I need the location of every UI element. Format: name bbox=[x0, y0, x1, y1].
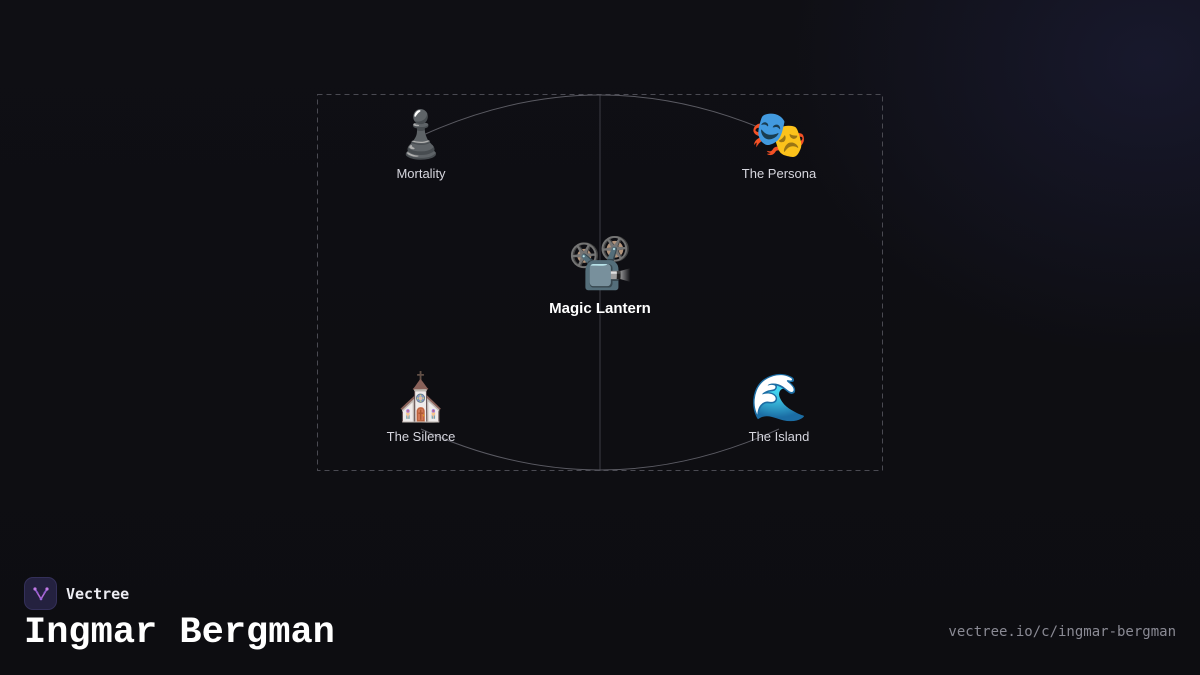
brand-name: Vectree bbox=[66, 584, 130, 603]
top-arc bbox=[420, 94, 780, 137]
node-mortality[interactable]: ♟️ Mortality bbox=[341, 106, 501, 181]
node-silence[interactable]: ⛪ The Silence bbox=[341, 369, 501, 444]
bottom-arc bbox=[420, 428, 780, 471]
chess-pawn-icon: ♟️ bbox=[392, 107, 450, 161]
node-label: The Persona bbox=[741, 166, 817, 181]
wave-icon: 🌊 bbox=[750, 370, 808, 424]
center-label: Magic Lantern bbox=[549, 300, 651, 317]
concept-map-lines bbox=[317, 94, 883, 471]
vectree-logo-icon bbox=[24, 577, 57, 610]
node-center-magic-lantern[interactable]: 📽️ Magic Lantern bbox=[520, 234, 680, 317]
church-icon: ⛪ bbox=[392, 370, 450, 424]
concept-map: ♟️ Mortality 🎭 The Persona 📽️ Magic Lant… bbox=[317, 94, 883, 471]
theater-masks-icon: 🎭 bbox=[750, 107, 808, 161]
node-island[interactable]: 🌊 The Island bbox=[699, 369, 859, 444]
node-label: Mortality bbox=[396, 166, 446, 181]
page-url[interactable]: vectree.io/c/ingmar-bergman bbox=[948, 624, 1176, 640]
node-persona[interactable]: 🎭 The Persona bbox=[699, 106, 859, 181]
node-label: The Island bbox=[748, 429, 810, 444]
node-label: The Silence bbox=[386, 429, 456, 444]
page-title: Ingmar Bergman bbox=[24, 612, 335, 654]
film-projector-icon: 📽️ bbox=[567, 234, 633, 294]
brand[interactable]: Vectree bbox=[24, 577, 129, 610]
